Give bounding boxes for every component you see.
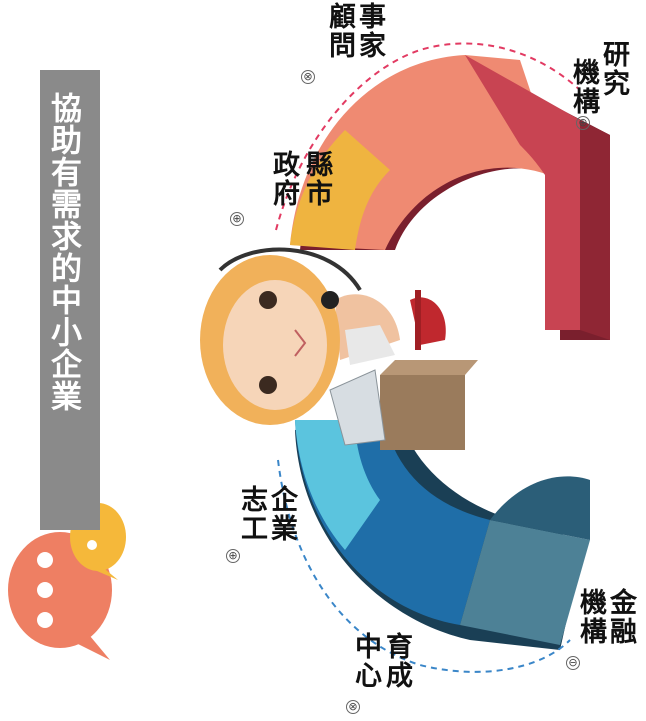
circle-marker-icon: ⊕: [230, 212, 244, 226]
label-gov-line2: 政府: [268, 150, 299, 208]
circle-marker-icon: ⊗: [301, 70, 315, 84]
segment-research: [465, 55, 580, 330]
circle-marker-icon: ⊕: [576, 116, 590, 130]
label-research-line2: 機構: [568, 58, 599, 116]
page-title: 協助有需求的中小企業: [45, 92, 81, 412]
label-consultant-line2: 顧問: [324, 2, 355, 60]
title-band: [40, 70, 100, 530]
circle-marker-icon: ⊗: [346, 700, 360, 714]
label-consultant-line1: 事家: [354, 2, 385, 60]
segment-finance: [460, 520, 590, 645]
circle-marker-icon: ⊕: [226, 549, 240, 563]
label-gov-line1: 縣市: [301, 150, 332, 208]
label-incubator-line2: 中心: [350, 632, 381, 690]
blue-dashed-arc: [277, 459, 571, 673]
segment-volunteer: [295, 420, 380, 550]
label-volunteer-line2: 志工: [236, 485, 267, 543]
label-volunteer-line1: 企業: [266, 485, 297, 543]
upper-arc: [290, 55, 610, 340]
label-finance-line2: 機構: [575, 588, 606, 646]
lower-arc: [295, 420, 590, 650]
circle-marker-icon: ⊖: [566, 656, 580, 670]
label-incubator-line1: 育成: [381, 632, 412, 690]
label-finance-line1: 金融: [605, 588, 636, 646]
segment-gov: [290, 130, 390, 250]
operator-illustration: [200, 247, 478, 450]
label-research-line1: 研究: [598, 40, 629, 98]
red-dashed-arc: [275, 42, 581, 231]
